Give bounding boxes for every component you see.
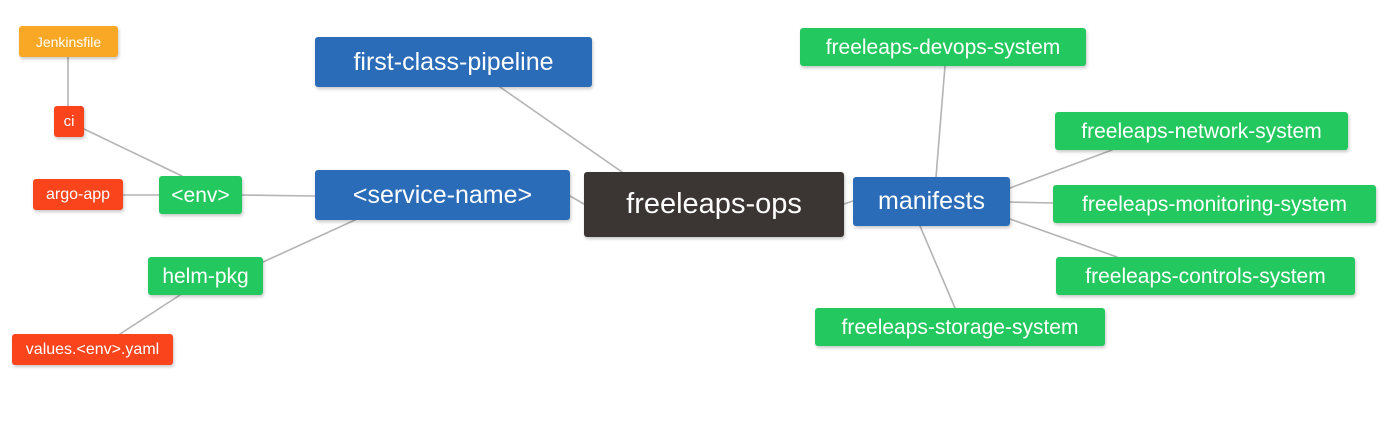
edge-manifests-to-freeleaps-network-system: [1009, 149, 1113, 189]
node-freeleaps-devops-system[interactable]: freeleaps-devops-system: [800, 28, 1086, 66]
node-label-freeleaps-devops-system: freeleaps-devops-system: [825, 35, 1061, 59]
edge-helm-pkg-to-values-env-yaml: [119, 294, 181, 335]
edge-service-name-to-env: [241, 194, 316, 197]
edge-manifests-to-freeleaps-storage-system: [919, 225, 956, 309]
node-first-class-pipeline[interactable]: first-class-pipeline: [315, 37, 592, 87]
node-ci[interactable]: ci: [54, 106, 84, 137]
node-helm-pkg[interactable]: helm-pkg: [148, 257, 263, 295]
edge-manifests-to-freeleaps-monitoring-system: [1009, 201, 1054, 204]
node-values-env-yaml[interactable]: values.<env>.yaml: [12, 334, 173, 365]
node-env[interactable]: <env>: [159, 176, 242, 214]
node-label-freeleaps-controls-system: freeleaps-controls-system: [1085, 264, 1326, 288]
node-label-ci: ci: [63, 113, 75, 130]
node-freeleaps-ops[interactable]: freeleaps-ops: [584, 172, 844, 237]
node-argo-app[interactable]: argo-app: [33, 179, 123, 210]
node-label-freeleaps-ops: freeleaps-ops: [626, 188, 802, 220]
node-label-first-class-pipeline: first-class-pipeline: [353, 47, 554, 76]
node-label-values-env-yaml: values.<env>.yaml: [25, 340, 160, 358]
node-freeleaps-controls-system[interactable]: freeleaps-controls-system: [1056, 257, 1355, 295]
node-manifests[interactable]: manifests: [853, 177, 1010, 226]
edge-freeleaps-ops-to-manifests: [843, 200, 854, 205]
node-service-name[interactable]: <service-name>: [315, 170, 570, 220]
node-label-freeleaps-network-system: freeleaps-network-system: [1081, 119, 1322, 143]
node-label-freeleaps-storage-system: freeleaps-storage-system: [841, 315, 1079, 339]
node-label-freeleaps-monitoring-system: freeleaps-monitoring-system: [1082, 192, 1347, 216]
edge-service-name-to-helm-pkg: [262, 219, 356, 263]
node-freeleaps-network-system[interactable]: freeleaps-network-system: [1055, 112, 1348, 150]
edge-freeleaps-ops-to-service-name: [569, 195, 585, 205]
node-label-service-name: <service-name>: [352, 180, 533, 209]
edge-manifests-to-freeleaps-controls-system: [1009, 218, 1118, 258]
node-freeleaps-monitoring-system[interactable]: freeleaps-monitoring-system: [1053, 185, 1376, 223]
edge-freeleaps-ops-to-first-class-pipeline: [499, 86, 623, 173]
node-label-manifests: manifests: [878, 187, 985, 215]
node-label-jenkinsfile: Jenkinsfile: [35, 33, 102, 50]
node-label-env: <env>: [171, 183, 230, 207]
node-jenkinsfile[interactable]: Jenkinsfile: [19, 26, 118, 57]
edge-env-to-ci: [83, 128, 183, 177]
node-label-argo-app: argo-app: [45, 185, 111, 203]
node-label-helm-pkg: helm-pkg: [162, 264, 249, 288]
edge-manifests-to-freeleaps-devops-system: [935, 65, 946, 178]
node-freeleaps-storage-system[interactable]: freeleaps-storage-system: [815, 308, 1105, 346]
